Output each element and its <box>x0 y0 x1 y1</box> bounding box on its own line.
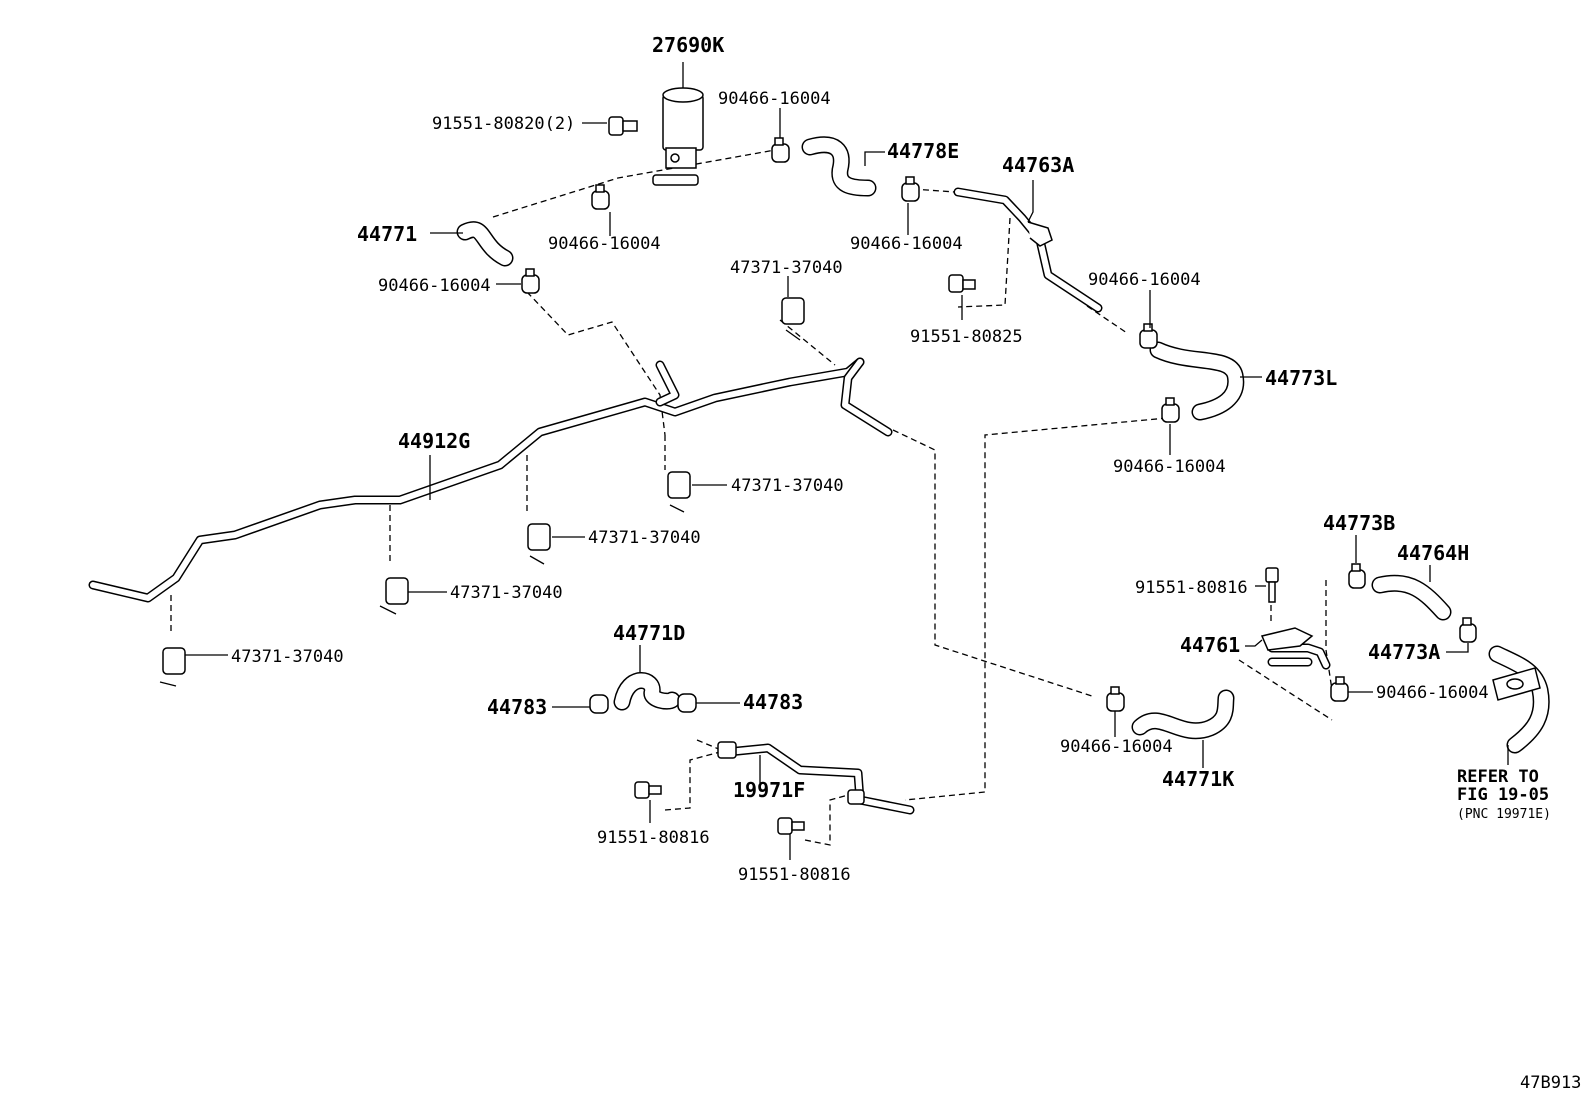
refer-line-3: (PNC 19971E) <box>1457 807 1551 822</box>
label-44763a: 44763A <box>1002 153 1074 177</box>
clamp-icon <box>1459 617 1477 643</box>
label-91551-80816: 91551-80816 <box>738 865 851 885</box>
label-91551-80825: 91551-80825 <box>910 327 1023 347</box>
leader-lines <box>185 62 1509 860</box>
bolt-icon <box>948 274 976 293</box>
label-47371-37040: 47371-37040 <box>231 647 344 667</box>
label-44773l: 44773L <box>1265 366 1337 390</box>
bolt-icon <box>777 817 805 835</box>
label-44912g: 44912G <box>398 429 470 453</box>
clamp-icon <box>677 693 697 713</box>
label-44771d: 44771D <box>613 621 685 645</box>
clamp-icon <box>521 268 540 294</box>
label-91551-80816: 91551-80816 <box>597 828 710 848</box>
hose-44773l <box>1149 341 1245 421</box>
hose-44778e <box>801 136 877 197</box>
refer-line-2: FIG 19-05 <box>1457 785 1549 805</box>
label-44778e: 44778E <box>887 139 959 163</box>
label-90466-16004: 90466-16004 <box>1088 270 1201 290</box>
label-44783: 44783 <box>487 695 547 719</box>
label-90466-16004: 90466-16004 <box>1060 737 1173 757</box>
hose-44771 <box>456 221 514 267</box>
label-19971f: 19971F <box>733 778 805 802</box>
clip-icon <box>159 647 186 687</box>
clamp-icon <box>1348 563 1366 589</box>
clamp-icon <box>1161 397 1180 423</box>
part-labels: 27690K 91551-80820(2) 90466-16004 44778E… <box>231 33 1489 885</box>
clamp-icon <box>1139 323 1158 349</box>
figure-code: 47B913 <box>1520 1073 1581 1093</box>
label-91551-80816: 91551-80816 <box>1135 578 1248 598</box>
label-47371-37040: 47371-37040 <box>731 476 844 496</box>
label-47371-37040: 47371-37040 <box>588 528 701 548</box>
label-44771k: 44771K <box>1162 767 1234 791</box>
clip-icon <box>781 297 805 341</box>
clip-icon <box>667 471 691 513</box>
pipe-44763a <box>953 187 1103 313</box>
label-44773b: 44773B <box>1323 511 1395 535</box>
bolt-icon <box>1265 567 1279 603</box>
clamp-icon <box>1106 686 1125 712</box>
clip-icon <box>379 577 409 615</box>
label-91551-80820: 91551-80820(2) <box>432 114 575 134</box>
label-44773a: 44773A <box>1368 640 1440 664</box>
clip-icon <box>527 523 551 565</box>
clamp-icon <box>1330 676 1349 702</box>
pipe-44761 <box>1260 627 1331 670</box>
pipe-19971f <box>717 741 915 815</box>
hose-44764h <box>1371 574 1452 621</box>
label-44771: 44771 <box>357 222 417 246</box>
clamp-icon <box>901 176 920 202</box>
label-90466-16004: 90466-16004 <box>378 276 491 296</box>
label-90466-16004: 90466-16004 <box>1376 683 1489 703</box>
label-90466-16004: 90466-16004 <box>1113 457 1226 477</box>
label-90466-16004: 90466-16004 <box>718 89 831 109</box>
refer-line-1: REFER TO <box>1457 767 1539 787</box>
hose-44771k <box>1131 689 1235 740</box>
refer-note: REFER TO FIG 19-05 (PNC 19971E) <box>1457 767 1551 822</box>
label-44764h: 44764H <box>1397 541 1469 565</box>
label-90466-16004: 90466-16004 <box>548 234 661 254</box>
label-27690k: 27690K <box>652 33 724 57</box>
label-90466-16004: 90466-16004 <box>850 234 963 254</box>
valve-27690k <box>652 87 704 186</box>
bracket-19971e <box>1488 645 1550 754</box>
label-44783: 44783 <box>743 690 803 714</box>
label-44761: 44761 <box>1180 633 1240 657</box>
bolt-icon <box>634 781 662 799</box>
clamp-icon <box>591 184 610 210</box>
bolt-icon <box>608 116 638 136</box>
label-47371-37040: 47371-37040 <box>730 258 843 278</box>
pipe-44912g <box>88 357 893 603</box>
label-47371-37040: 47371-37040 <box>450 583 563 603</box>
clamp-icon <box>589 694 609 714</box>
clamp-icon <box>771 137 790 163</box>
hose-44771d <box>613 672 681 711</box>
